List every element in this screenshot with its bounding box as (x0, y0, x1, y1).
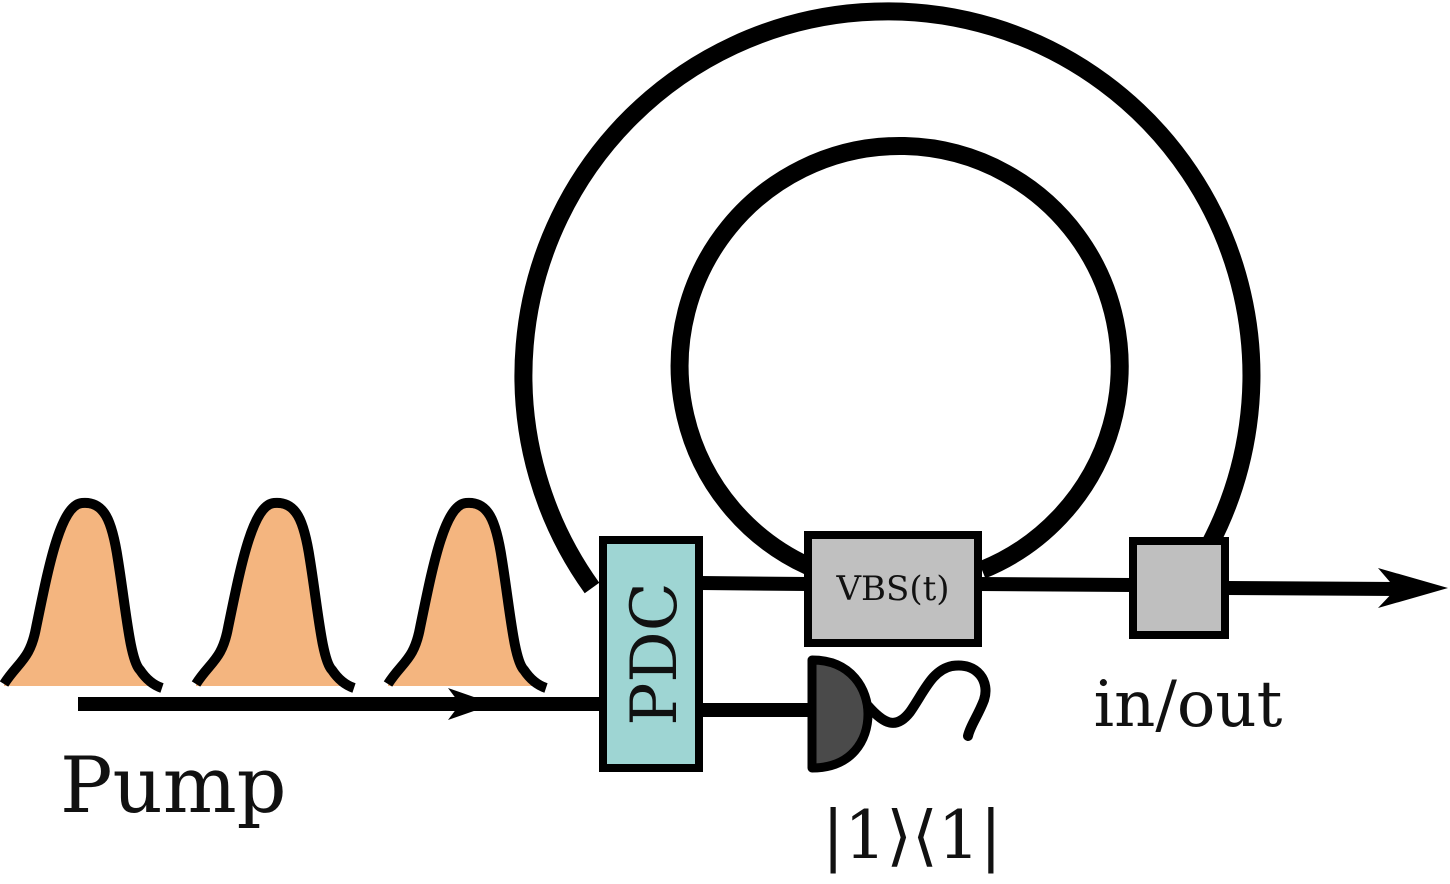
detector-body (807, 655, 873, 773)
vbs-label: VBS(t) (835, 569, 949, 609)
in-out-switch-box (1129, 537, 1229, 639)
pump-label: Pump (60, 741, 287, 831)
vbs-box (804, 531, 982, 647)
inner-loop-arc (670, 137, 1129, 579)
detector-cable (863, 660, 991, 741)
signal-line-vbs-to-switch (977, 577, 1133, 592)
pump-pulse-3 (388, 502, 546, 688)
output-arrowhead-icon (1378, 568, 1448, 608)
output-line (1225, 581, 1401, 596)
photodetector-icon (807, 655, 991, 773)
pdc-label: PDC (618, 582, 692, 725)
pump-pulse-1-outline (0, 497, 164, 693)
pdc-box (599, 536, 703, 772)
pump-pulse-3-outline (383, 497, 548, 693)
pump-pulses (0, 497, 548, 693)
pump-pulse-1 (4, 502, 162, 688)
pump-arrowhead-icon (448, 688, 494, 720)
projector-label: |1⟩⟨1| (822, 797, 1002, 874)
pump-pulse-2-outline (191, 497, 356, 693)
pump-pulse-2 (196, 502, 354, 688)
signal-line-pdc-to-vbs (699, 576, 809, 591)
in-out-label: in/out (1094, 668, 1283, 742)
outer-loop-arc (514, 2, 1261, 594)
